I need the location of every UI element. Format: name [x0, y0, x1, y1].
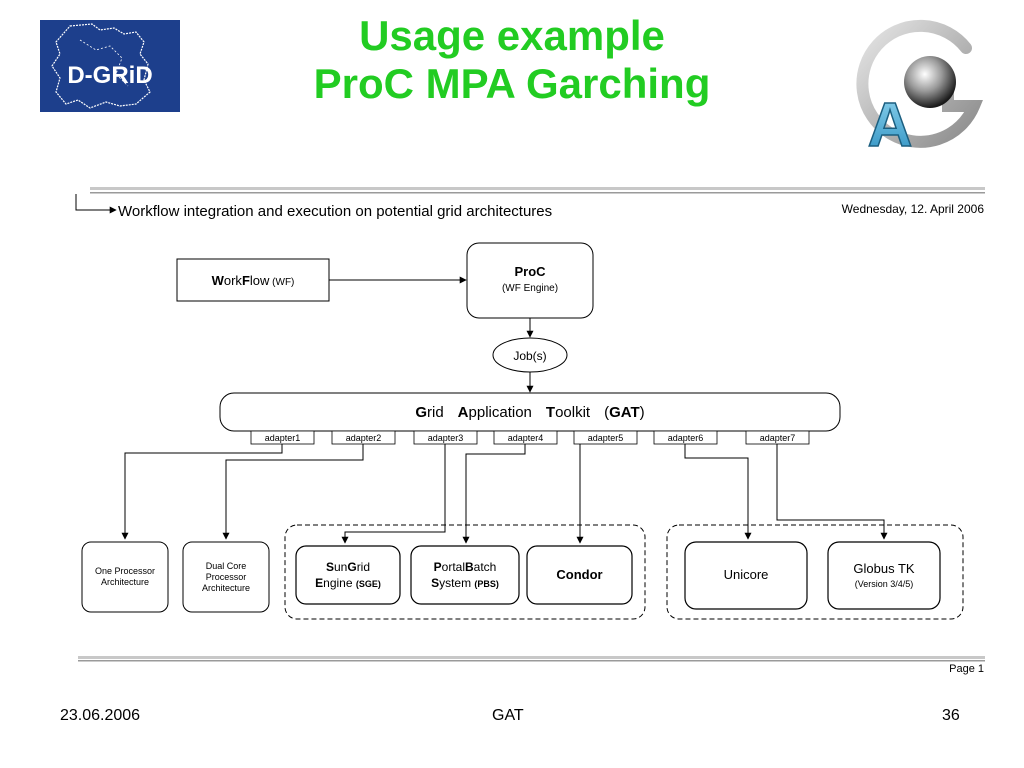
adapter-5: adapter5: [573, 430, 638, 445]
svg-text:Architecture: Architecture: [202, 583, 250, 593]
adapter4-to-portalbatch-arrow: [462, 444, 526, 544]
svg-text:Architecture: Architecture: [101, 577, 149, 587]
germany-map-icon: D-GRiD: [51, 23, 153, 109]
adapter2-to-dual-core-arrow: [222, 444, 364, 540]
adapter-2: adapter2: [331, 430, 396, 445]
svg-text:SunGrid: SunGrid: [326, 560, 370, 574]
svg-text:WorkFlow (WF): WorkFlow (WF): [212, 273, 295, 288]
slide-title: Usage example ProC MPA Garching: [212, 12, 812, 108]
adapter6-to-unicore-arrow: [684, 444, 752, 540]
adapter-7: adapter7: [745, 430, 810, 445]
title-line-1: Usage example: [359, 12, 665, 59]
portalbatch-box: PortalBatch System (PBS): [410, 545, 520, 605]
adapter3-to-sungrid-arrow: [341, 444, 446, 544]
sungrid-box: SunGrid Engine (SGE): [295, 545, 401, 605]
condor-box: Condor: [526, 545, 633, 605]
diagram-header-date: Wednesday, 12. April 2006: [842, 202, 985, 216]
footer-page-number: 36: [942, 707, 960, 724]
adapter-6: adapter6: [653, 430, 718, 445]
dgrid-logo-text: D-GRiD: [67, 62, 152, 89]
svg-text:adapter6: adapter6: [668, 433, 704, 443]
adapter-3: adapter3: [413, 430, 478, 445]
footer-rule: [78, 656, 985, 662]
svg-text:Dual Core: Dual Core: [206, 561, 247, 571]
proc-subtitle: (WF Engine): [502, 283, 558, 294]
svg-text:(Version 3/4/5): (Version 3/4/5): [855, 579, 914, 589]
adapter-row: adapter1 adapter2 adapter3 adapter4 adap…: [250, 430, 810, 445]
svg-text:adapter1: adapter1: [265, 433, 301, 443]
adapter-4: adapter4: [493, 430, 558, 445]
svg-text:Engine (SGE): Engine (SGE): [315, 576, 381, 590]
one-processor-box: One Processor Architecture: [81, 541, 169, 613]
gat-logo: A: [848, 14, 988, 161]
adapter7-to-globus-arrow: [776, 444, 888, 540]
svg-text:Processor: Processor: [206, 572, 247, 582]
dgrid-logo: D-GRiD: [40, 20, 180, 112]
dual-core-box: Dual Core Processor Architecture: [182, 541, 270, 613]
jobs-label: Job(s): [513, 349, 546, 363]
diagram-header-text: Workflow integration and execution on po…: [118, 203, 552, 220]
proc-box: ProC (WF Engine): [466, 242, 594, 319]
diagram-page-label: Page 1: [949, 663, 984, 675]
footer-center: GAT: [492, 707, 524, 724]
svg-text:PortalBatch: PortalBatch: [434, 560, 497, 574]
svg-text:System (PBS): System (PBS): [431, 576, 499, 590]
title-line-2: ProC MPA Garching: [313, 60, 711, 107]
cluster-group-right: [666, 524, 964, 620]
gat-logo-letter: A: [868, 91, 913, 154]
svg-text:adapter5: adapter5: [588, 433, 624, 443]
jobs-ellipse: Job(s): [492, 337, 568, 373]
svg-text:adapter4: adapter4: [508, 433, 544, 443]
svg-text:adapter2: adapter2: [346, 433, 382, 443]
adapter1-to-one-processor-arrow: [121, 444, 283, 540]
footer-date: 23.06.2006: [60, 707, 141, 724]
workflow-box: WorkFlow (WF): [176, 258, 330, 302]
svg-text:Condor: Condor: [556, 567, 602, 582]
workflow-diagram: Workflow integration and execution on po…: [75, 187, 985, 675]
svg-text:adapter3: adapter3: [428, 433, 464, 443]
cluster-group-left: [284, 524, 646, 620]
header-arrow: [75, 194, 117, 214]
adapter-1: adapter1: [250, 430, 315, 445]
svg-text:Globus TK: Globus TK: [853, 561, 915, 576]
unicore-box: Unicore: [684, 541, 808, 610]
svg-text:adapter7: adapter7: [760, 433, 796, 443]
globus-box: Globus TK (Version 3/4/5): [827, 541, 941, 610]
svg-text:Unicore: Unicore: [724, 567, 769, 582]
proc-title: ProC: [514, 264, 546, 279]
header-rule: [90, 187, 985, 194]
svg-text:One Processor: One Processor: [95, 566, 155, 576]
gat-logo-icon: A: [856, 19, 983, 161]
adapter-connectors: [121, 444, 888, 544]
